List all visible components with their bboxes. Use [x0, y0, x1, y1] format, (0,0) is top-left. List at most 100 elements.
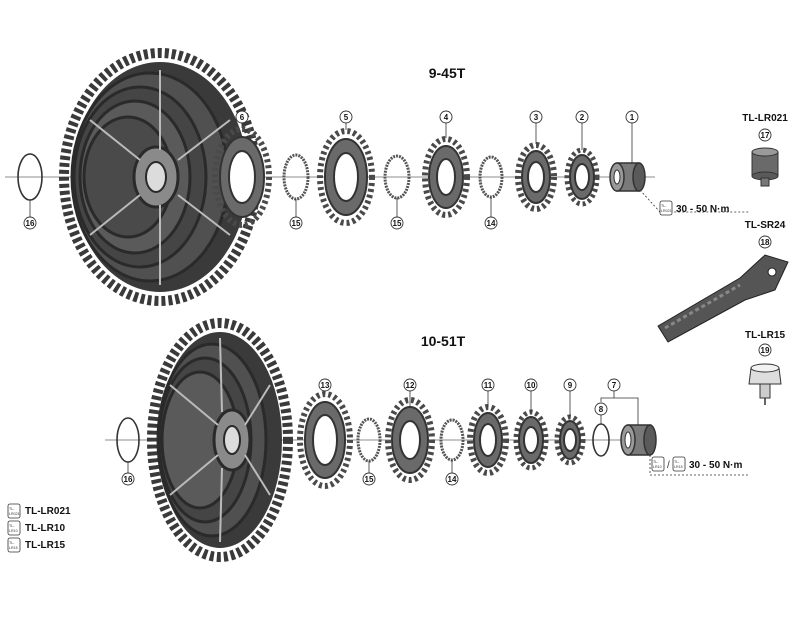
legend-label: TL-LR10: [25, 523, 65, 534]
assembly-title: 9-45T: [429, 65, 466, 81]
callout-5: 5: [339, 110, 353, 124]
sprocket-13: [297, 391, 353, 489]
svg-text:10: 10: [527, 381, 536, 390]
svg-text:TL-: TL-: [9, 541, 15, 545]
callout-1: 1: [625, 110, 639, 124]
tool-code-icon: [7, 503, 21, 519]
svg-text:LR021: LR021: [661, 209, 672, 213]
callout-12: 12: [403, 378, 417, 392]
torque-value: 30 - 50 N·m: [689, 460, 742, 471]
callout-16: 16: [23, 216, 37, 230]
callout-11: 11: [481, 378, 495, 392]
spacer-15b: [383, 154, 411, 200]
legend-item-tl-lr10: TL- LR10 TL-LR10: [7, 520, 65, 536]
tool-tl-lr021: TL-LR021 17: [742, 113, 788, 187]
tool-code-icon: [7, 537, 21, 553]
svg-text:9: 9: [568, 381, 573, 390]
cassette-cluster: [147, 318, 293, 562]
torque-spec: TL- LR10 / TL- LR15 30 - 50 N·m: [651, 456, 742, 472]
svg-text:16: 16: [26, 219, 35, 228]
callout-15: 15: [289, 216, 303, 230]
legend-label: TL-LR15: [25, 540, 65, 551]
tool-code-icon: [672, 456, 686, 472]
callout-8: 8: [594, 402, 608, 416]
svg-text:TL-: TL-: [674, 460, 680, 464]
sprocket-4: [422, 136, 470, 218]
tool-tl-lr15: TL-LR15 19: [745, 330, 785, 405]
callout-16: 16: [121, 472, 135, 486]
svg-text:TL-: TL-: [661, 204, 667, 208]
svg-text:1: 1: [630, 113, 635, 122]
sprocket-12: [385, 397, 435, 483]
callout-7: 7: [607, 378, 621, 392]
svg-text:15: 15: [393, 219, 402, 228]
lockring-socket-icon: [751, 147, 779, 187]
svg-text:TL-: TL-: [9, 507, 15, 511]
svg-text:17: 17: [761, 131, 770, 140]
sprocket-3: [515, 142, 557, 212]
torque-spec: TL- LR021 30 - 50 N·m: [659, 200, 729, 216]
legend-item-tl-lr021: TL- LR021 TL-LR021: [7, 503, 71, 519]
tool-code-icon: [7, 520, 21, 536]
sprocket-9: [554, 414, 586, 466]
callout-18: 18: [758, 235, 772, 249]
assembly-title: 10-51T: [421, 333, 466, 349]
sprocket-2: [564, 147, 600, 207]
svg-text:12: 12: [406, 381, 415, 390]
svg-text:15: 15: [292, 219, 301, 228]
svg-text:2: 2: [580, 113, 585, 122]
svg-text:14: 14: [448, 475, 457, 484]
svg-text:11: 11: [484, 381, 493, 390]
svg-text:16: 16: [124, 475, 133, 484]
callout-15: 15: [362, 472, 376, 486]
svg-text:4: 4: [444, 113, 449, 122]
tool-code-icon: [651, 456, 665, 472]
callout-list: 16 6 15 5 15 4 14 3 2 1: [23, 110, 639, 230]
sprocket-11: [467, 404, 509, 476]
callout-14: 14: [484, 216, 498, 230]
legend-label: TL-LR021: [25, 506, 71, 517]
callout-2: 2: [575, 110, 589, 124]
callout-9: 9: [563, 378, 577, 392]
tool-name: TL-LR15: [745, 330, 785, 341]
svg-text:LR10: LR10: [9, 529, 18, 533]
svg-text:18: 18: [761, 238, 770, 247]
svg-text:TL-: TL-: [9, 524, 15, 528]
svg-text:15: 15: [365, 475, 374, 484]
svg-text:5: 5: [344, 113, 349, 122]
sprocket-5: [317, 128, 375, 226]
tool-name: TL-SR24: [745, 220, 786, 231]
svg-text:19: 19: [761, 346, 770, 355]
svg-text:LR15: LR15: [9, 546, 18, 550]
callout-list: 16 13 15 12 14 11 10 9 8 7: [121, 378, 621, 486]
svg-text:LR021: LR021: [9, 512, 20, 516]
tool-code-icon: [659, 200, 673, 216]
chain-whip-icon: [657, 254, 789, 343]
callout-17: 17: [758, 128, 772, 142]
callout-13: 13: [318, 378, 332, 392]
assembly-9-45t: 9-45T: [5, 48, 750, 306]
svg-text:LR15: LR15: [674, 465, 683, 469]
svg-text:13: 13: [321, 381, 330, 390]
tool-legend: TL- LR021 TL-LR021 TL- LR10 TL-LR10 TL- …: [7, 503, 71, 553]
lockring-tool-icon: [748, 363, 782, 405]
svg-text:14: 14: [487, 219, 496, 228]
svg-text:/: /: [667, 460, 670, 471]
svg-text:LR10: LR10: [653, 465, 662, 469]
svg-text:3: 3: [534, 113, 539, 122]
assembly-10-51t: 10-51T: [105, 318, 750, 562]
tool-tl-sr24: TL-SR24 18: [657, 220, 789, 343]
lockring-1: [609, 162, 646, 192]
callout-15b: 15: [390, 216, 404, 230]
svg-text:8: 8: [599, 405, 604, 414]
legend-item-tl-lr15: TL- LR15 TL-LR15: [7, 537, 65, 553]
cassette-cluster: [59, 48, 261, 306]
tool-name: TL-LR021: [742, 113, 788, 124]
sprocket-6: [212, 126, 272, 228]
callout-19: 19: [758, 343, 772, 357]
callout-14: 14: [445, 472, 459, 486]
callout-3: 3: [529, 110, 543, 124]
svg-text:7: 7: [612, 381, 617, 390]
torque-value: 30 - 50 N·m: [676, 204, 729, 215]
